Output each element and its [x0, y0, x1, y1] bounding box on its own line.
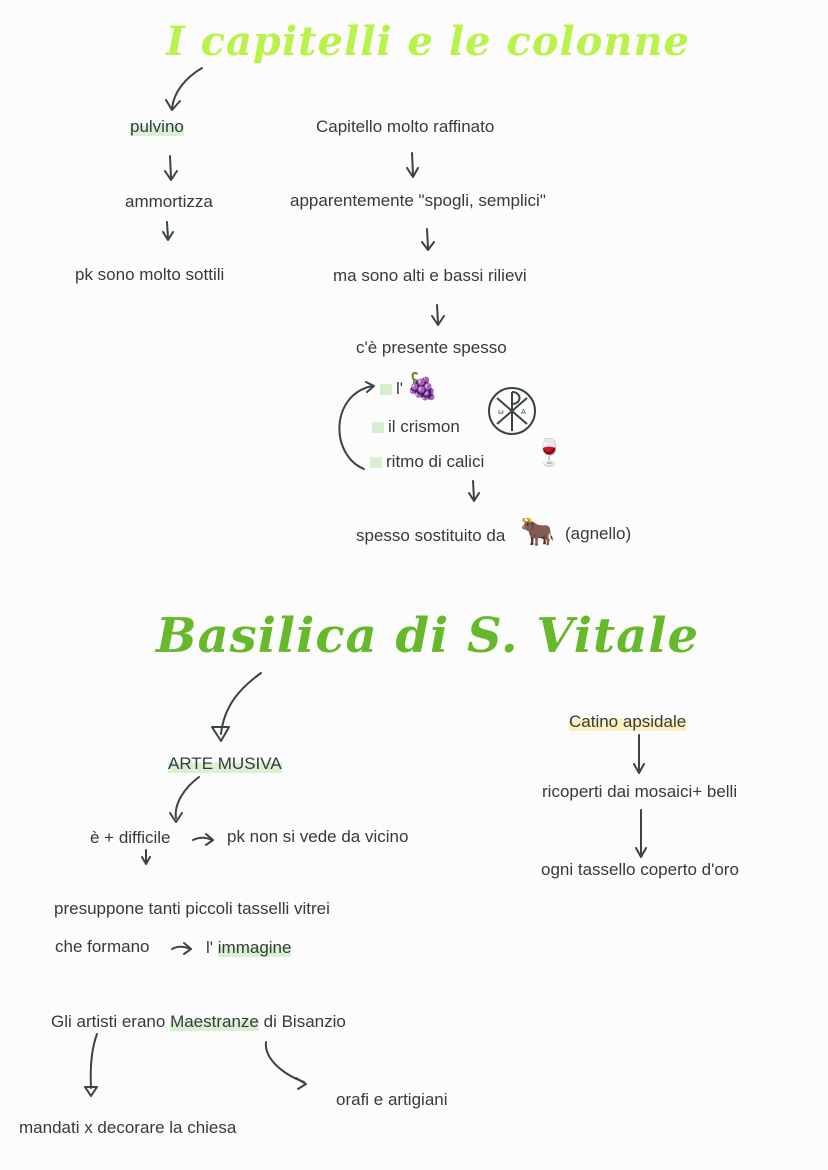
vicino-label: pk non si vede da vicino [227, 827, 409, 846]
mandati-label: mandati x decorare la chiesa [19, 1118, 237, 1137]
arrow-icon [174, 776, 200, 819]
sottili-label: pk sono molto sottili [75, 265, 225, 284]
arrow-icon [472, 480, 475, 500]
agnello-label: (agnello) [565, 524, 632, 543]
list-bullet [380, 384, 392, 396]
calici-label: ritmo di calici [386, 452, 485, 471]
calici-item: ritmo di calici [370, 453, 484, 470]
list-bullet [372, 422, 384, 434]
sostituito-label: spesso sostituito da [356, 526, 506, 545]
arrow-icon [166, 221, 169, 239]
ricoperti-label: ricoperti dai mosaici+ belli [542, 782, 738, 801]
arrow-icon [411, 152, 414, 176]
arrow-icon [89, 1033, 98, 1089]
grapes-icon: 🍇 [406, 371, 439, 401]
formano-label: che formano [55, 937, 150, 956]
arrow-icon [171, 67, 203, 109]
uva-item: l' [380, 380, 403, 397]
arrow-icon [338, 385, 373, 470]
pulvino-label: pulvino [130, 117, 184, 136]
arte-musiva-label: ARTE MUSIVA [168, 754, 282, 773]
ox-icon: 🐂 [520, 516, 555, 547]
arrow-icon [264, 1041, 305, 1083]
tasselli-label: presuppone tanti piccoli tasselli vitrei [54, 899, 330, 918]
immagine-word: immagine [217, 938, 292, 957]
list-bullet [370, 457, 382, 469]
artisti-label: Gli artisti erano Maestranze di Bisanzio [51, 1012, 346, 1031]
difficile-label: è + difficile [90, 828, 171, 847]
arrow-icon [220, 672, 262, 735]
spogli-label: apparentemente "spogli, semplici" [290, 191, 546, 210]
artisti-post: di Bisanzio [263, 1012, 346, 1031]
catino-label: Catino apsidale [569, 712, 687, 731]
svg-text:ω: ω [498, 408, 504, 416]
wine-glass-icon: 🍷 [533, 437, 566, 467]
ammortizza-label: ammortizza [125, 192, 213, 211]
crismon-label: il crismon [388, 417, 460, 436]
title-capitelli: I capitelli e le colonne [166, 18, 690, 65]
uva-prefix: l' [396, 379, 404, 398]
orafi-label: orafi e artigiani [336, 1090, 448, 1109]
maestranze-word: Maestranze [170, 1012, 259, 1031]
raffinato-label: Capitello molto raffinato [316, 117, 495, 136]
svg-text:A: A [521, 408, 526, 416]
arrow-icon [436, 304, 439, 323]
crismon-item: il crismon [372, 418, 460, 435]
tassello-label: ogni tassello coperto d'oro [541, 860, 739, 879]
presente-label: c'è presente spesso [356, 338, 507, 357]
arrow-icon [169, 155, 172, 179]
rilievi-label: ma sono alti e bassi rilievi [333, 266, 527, 285]
immagine-prefix: l' [206, 938, 214, 957]
arrow-icon [426, 228, 429, 249]
artisti-pre: Gli artisti erano [51, 1012, 166, 1031]
title-san-vitale: Basilica di S. Vitale [156, 608, 699, 664]
chi-rho-icon [488, 387, 536, 435]
immagine-label: l' immagine [206, 938, 292, 957]
